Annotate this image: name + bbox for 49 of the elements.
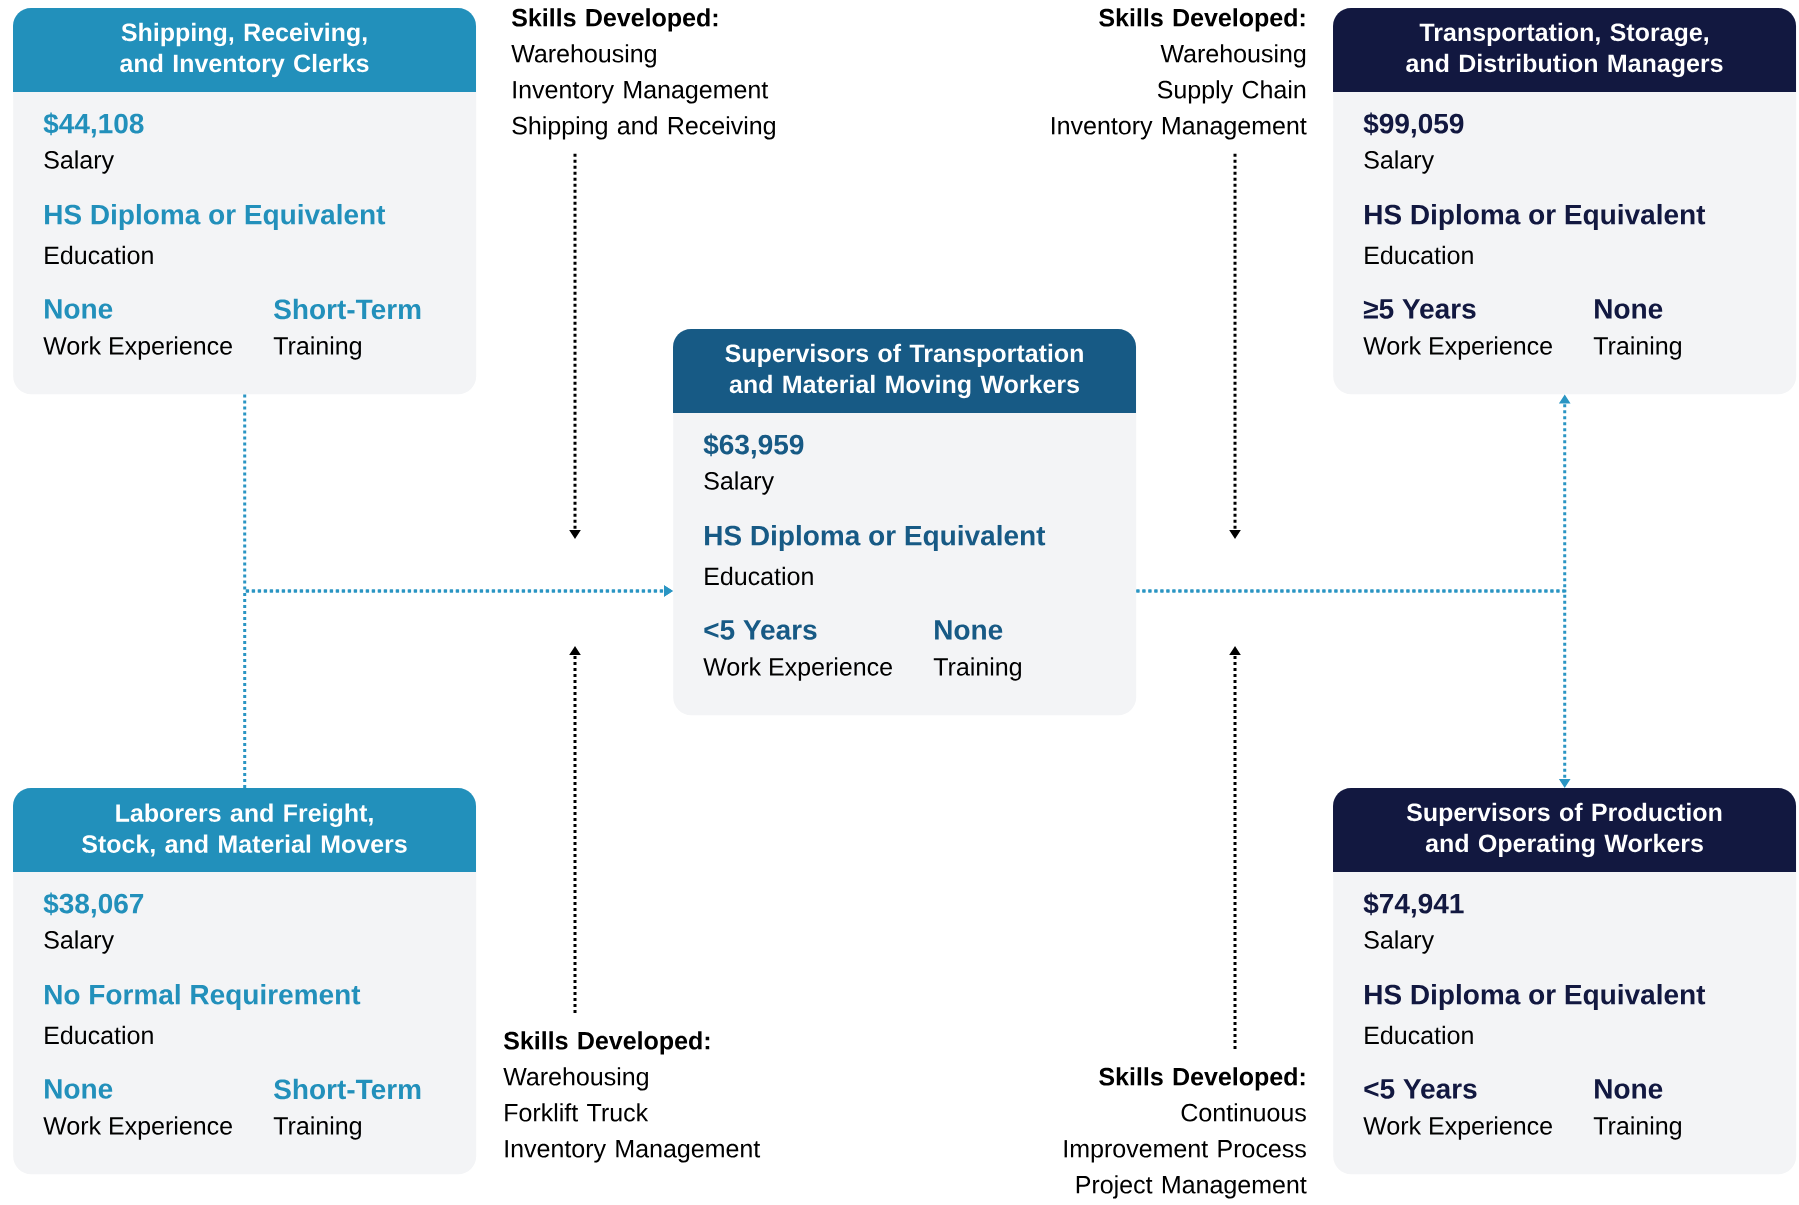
- card-header: Shipping, Receiving, and Inventory Clerks: [13, 8, 476, 92]
- card-header: Laborers and Freight, Stock, and Material Movers: [13, 788, 476, 872]
- value-text: HS Diploma or Equivalent: [45, 203, 386, 231]
- field-label: Training: [933, 657, 1021, 681]
- value-text: None: [1595, 1079, 1663, 1099]
- value-text: $63,959: [703, 433, 804, 459]
- field-label: Work Experience: [43, 1116, 232, 1140]
- value-text: HS Diploma or Equivalent: [705, 524, 1046, 552]
- field-label: Salary: [1364, 930, 1434, 954]
- value-text: None: [45, 299, 113, 319]
- value-text: Short-Term: [274, 1078, 421, 1100]
- field-label: Education: [45, 245, 153, 265]
- field-label: Education: [705, 566, 813, 586]
- value-text: HS Diploma or Equivalent: [1365, 983, 1706, 1011]
- field-label: Education: [45, 1025, 153, 1045]
- skills-text: Skills Developed: Continuous Improvement Process Project Management: [1064, 1067, 1307, 1199]
- value-text: $99,059: [1363, 112, 1464, 138]
- value-text: None: [45, 1079, 113, 1099]
- value-text: $74,941: [1363, 892, 1464, 918]
- field-label: Work Experience: [1363, 1116, 1552, 1140]
- skills-text: Skills Developed: Warehousing Supply Chain Inventory Management: [1052, 8, 1307, 140]
- skills-text: Skills Developed: Warehousing Inventory Management Shipping and Receiving: [511, 8, 775, 140]
- value-text: ≥5 Years: [1363, 299, 1476, 319]
- skills-text: Skills Developed: Warehousing Forklift Truck Inventory Management: [503, 1031, 761, 1163]
- value-text: HS Diploma or Equivalent: [1365, 203, 1706, 231]
- value-text: Short-Term: [274, 298, 421, 320]
- value-text: $38,067: [43, 892, 144, 918]
- field-label: Training: [1593, 336, 1681, 360]
- card-header: Supervisors of Production and Operating Workers: [1333, 788, 1796, 872]
- field-label: Training: [273, 1116, 361, 1140]
- field-label: Salary: [1364, 150, 1434, 174]
- field-label: Salary: [44, 150, 114, 174]
- field-label: Salary: [44, 930, 114, 954]
- field-label: Training: [273, 336, 361, 360]
- field-label: Education: [1365, 1025, 1473, 1045]
- value-text: No Formal Requirement: [45, 983, 361, 1011]
- field-label: Work Experience: [43, 336, 232, 360]
- field-label: Education: [1365, 245, 1473, 265]
- field-label: Work Experience: [703, 657, 892, 681]
- value-text: None: [1595, 299, 1663, 319]
- value-text: <5 Years: [704, 620, 817, 640]
- value-text: $44,108: [43, 112, 144, 138]
- field-label: Salary: [704, 471, 774, 495]
- field-label: Training: [1593, 1116, 1681, 1140]
- card-header: Supervisors of Transportation and Material Moving Workers: [673, 329, 1136, 413]
- field-label: Work Experience: [1363, 336, 1552, 360]
- value-text: <5 Years: [1364, 1079, 1477, 1099]
- value-text: None: [935, 620, 1003, 640]
- card-header: Transportation, Storage, and Distribution Managers: [1333, 8, 1796, 92]
